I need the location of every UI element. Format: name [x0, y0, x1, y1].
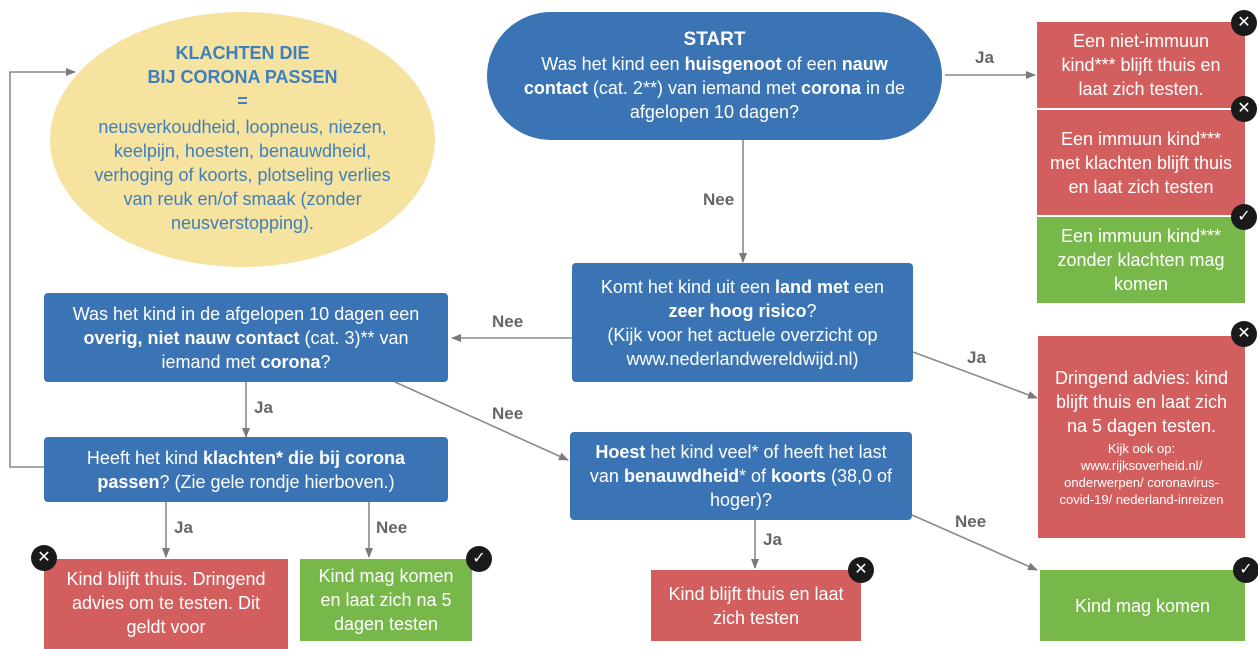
outcome-immune-no-symptoms: Een immuun kind*** zonder klachten mag k… — [1037, 217, 1245, 303]
arrow-country-ja — [912, 351, 1038, 399]
x-mark-icon: ✕ — [848, 557, 874, 583]
label-country-nee: Nee — [492, 312, 524, 331]
check-mark-icon: ✓ — [1231, 204, 1257, 230]
symptoms-circle: KLACHTEN DIE BIJ CORONA PASSEN = neusver… — [50, 12, 435, 267]
complaints-question: Heeft het kind klachten* die bij corona … — [44, 437, 448, 502]
label-other-nee: Nee — [492, 404, 524, 423]
start-node: START Was het kind een huisgenoot of een… — [487, 12, 942, 140]
arrow-cough-nee — [911, 514, 1038, 571]
label-start-nee: Nee — [703, 190, 735, 209]
outcome-may-come: Kind mag komen — [1040, 570, 1245, 641]
symptoms-title-line2: BIJ CORONA PASSEN — [147, 66, 338, 87]
check-mark-icon: ✓ — [466, 546, 492, 572]
outcome-may-come-test: Kind mag komen en laat zich na 5 dagen t… — [300, 559, 472, 641]
label-country-ja: Ja — [967, 348, 986, 367]
x-mark-icon: ✕ — [1231, 96, 1257, 122]
outcome-immune-symptoms: Een immuun kind*** met klachten blijft t… — [1037, 110, 1245, 215]
start-title: START — [683, 29, 746, 50]
check-mark-icon: ✓ — [1233, 557, 1258, 583]
outcome-non-immune: Een niet-immuun kind*** blijft thuis en … — [1037, 22, 1245, 108]
label-start-ja: Ja — [975, 48, 994, 67]
symptoms-equals: = — [237, 90, 248, 111]
country-question: Komt het kind uit een land met een zeer … — [572, 263, 913, 382]
cough-question: Hoest het kind veel* of heeft het last v… — [570, 432, 912, 520]
x-mark-icon: ✕ — [31, 545, 57, 571]
label-complaints-ja: Ja — [174, 518, 193, 537]
outcome-stay-home-test: Kind blijft thuis en laat zich testen — [651, 570, 861, 641]
arrow-loop-symptoms — [9, 68, 76, 468]
arrow-other-nee — [394, 381, 569, 461]
label-cough-ja: Ja — [763, 530, 782, 549]
label-cough-nee: Nee — [955, 512, 987, 531]
x-mark-icon: ✕ — [1231, 10, 1257, 36]
outcome-travel-advice: Dringend advies: kind blijft thuis en la… — [1038, 336, 1245, 538]
label-other-ja: Ja — [254, 398, 273, 417]
symptoms-list: neusverkoudheid, loopneus, niezen, keelp… — [94, 116, 391, 233]
start-question: Was het kind een huisgenoot of een nauw … — [523, 54, 906, 122]
outcome-stay-home-advice: Kind blijft thuis. Dringend advies om te… — [44, 559, 288, 649]
label-complaints-nee: Nee — [376, 518, 408, 537]
x-mark-icon: ✕ — [1231, 321, 1257, 347]
other-contact-question: Was het kind in de afgelopen 10 dagen ee… — [44, 293, 448, 382]
symptoms-title-line1: KLACHTEN DIE — [175, 42, 310, 63]
